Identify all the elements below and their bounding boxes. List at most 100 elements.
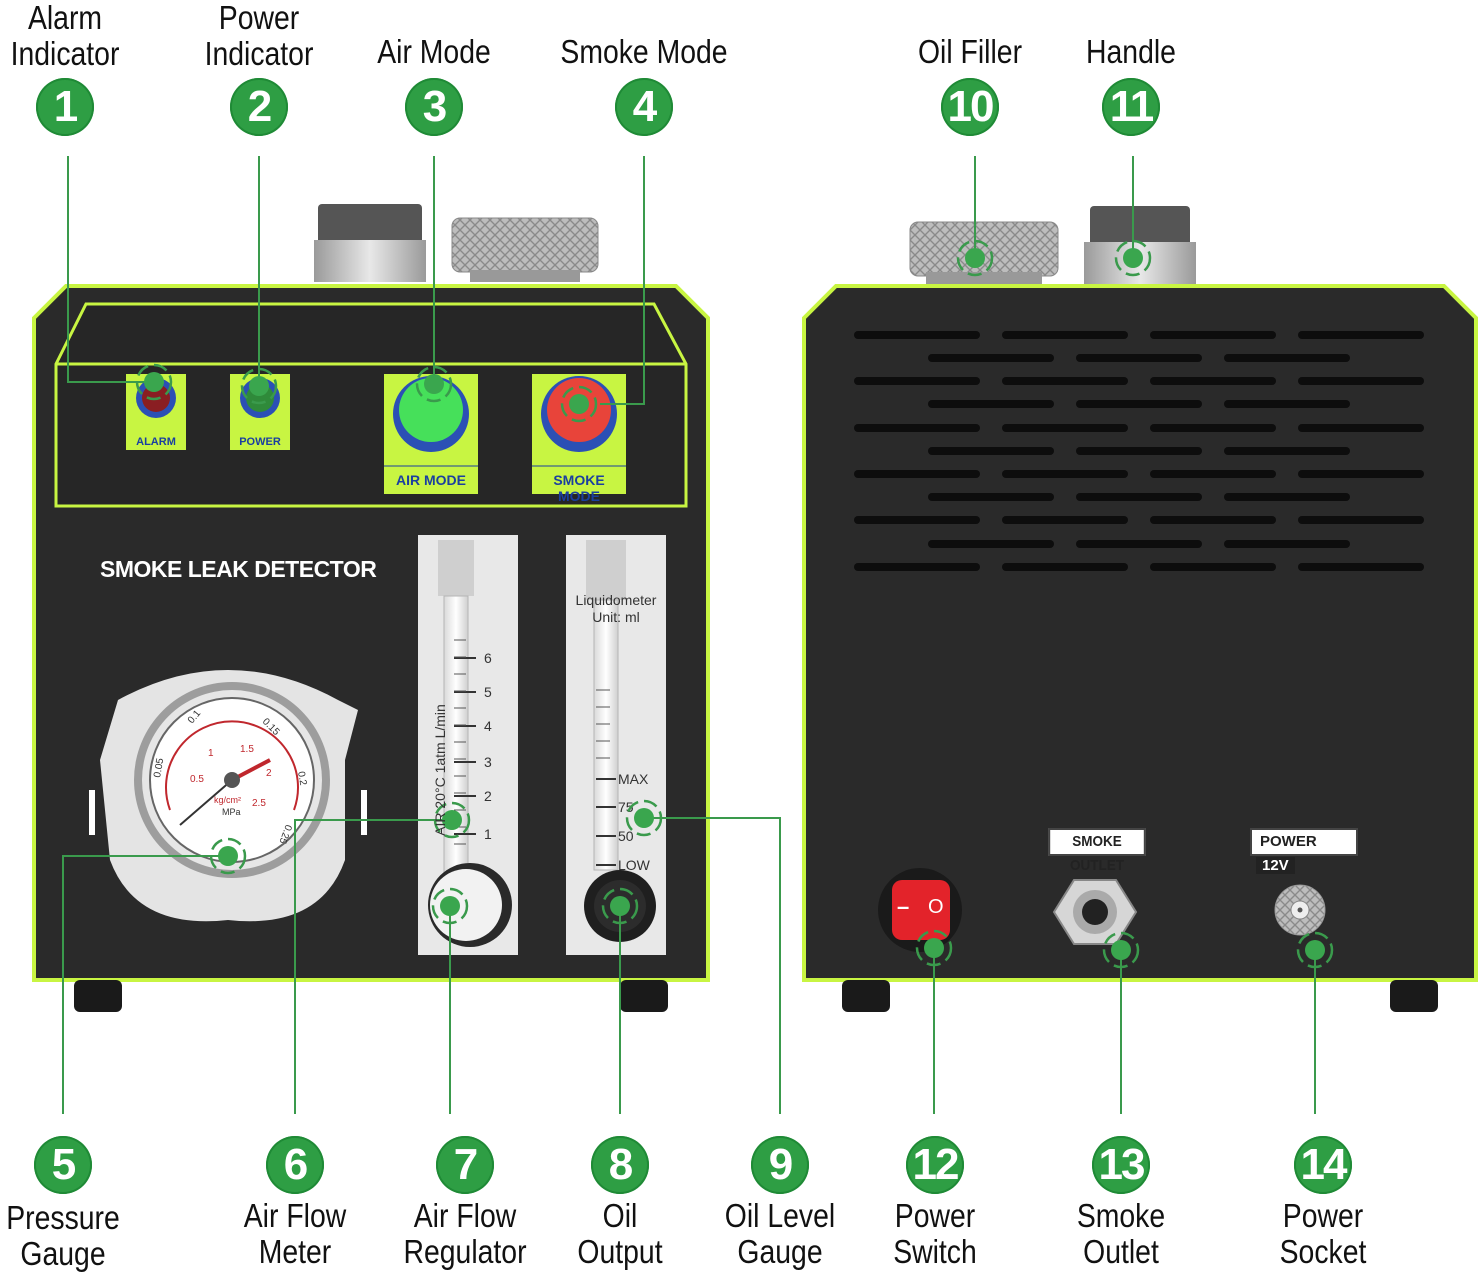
flow-tick-label: 3: [484, 754, 492, 770]
back-foot-left: [842, 980, 890, 1012]
smoke-outlet-label: SMOKE OUTLET: [1048, 828, 1146, 874]
callout-number: 7: [436, 1136, 494, 1194]
air-flow-meter-art: 6 5 4 3 2 1: [418, 535, 518, 955]
callout-air-mode: Air Mode 3: [349, 34, 519, 136]
gauge-outer-label: 0.2: [295, 771, 308, 787]
callout-label: Oil Filler: [917, 33, 1023, 70]
target-ring: [601, 887, 639, 925]
callout-air-flow-meter: 6 Air Flow Meter: [220, 1136, 370, 1270]
callout-number: 6: [266, 1136, 324, 1194]
target-ring: [135, 363, 173, 401]
callout-oil-filler: Oil Filler 10: [885, 34, 1055, 136]
front-foot-left: [74, 980, 122, 1012]
callout-number: 10: [941, 78, 999, 136]
gauge-unit-mpa: MPa: [222, 807, 241, 817]
callout-label: Air Flow Meter: [243, 1197, 347, 1270]
flow-tick-label: 6: [484, 650, 492, 666]
leader-lines: [62, 156, 1316, 1114]
flow-tick-label: 1: [484, 826, 492, 842]
back-body: [802, 284, 1478, 982]
callout-label: Oil Output: [577, 1197, 663, 1270]
gauge-inner-label: 1.5: [240, 744, 254, 755]
callout-label: Oil Level Gauge: [724, 1197, 836, 1270]
target-dot: [440, 896, 460, 916]
target-dot: [965, 248, 985, 268]
air-mode-button-label: AIR MODE: [396, 472, 466, 488]
callout-air-flow-regulator: 7 Air Flow Regulator: [375, 1136, 555, 1270]
gauge-unit-kg: kg/cm²: [214, 795, 241, 805]
target-dot: [1123, 248, 1143, 268]
callout-power-switch: 12 Power Switch: [860, 1136, 1010, 1270]
liquidometer-title: Liquidometer: [575, 592, 657, 608]
power-voltage-badge: 12V: [1256, 857, 1295, 874]
flow-tick-label: 5: [484, 684, 492, 700]
target-dot: [1111, 940, 1131, 960]
target-ring: [956, 239, 994, 277]
level-tick-label: MAX: [618, 771, 649, 787]
level-tick-label: 50: [618, 828, 634, 844]
target-dot: [610, 896, 630, 916]
callout-label: Power Socket: [1279, 1197, 1367, 1270]
target-dot: [249, 376, 269, 396]
target-ring: [560, 385, 598, 423]
switch-symbol-on: –: [897, 894, 910, 919]
target-ring: [1296, 931, 1334, 969]
back-oil-filler-cap: [909, 221, 1059, 284]
callout-number: 14: [1294, 1136, 1352, 1194]
front-oil-filler-cap: [451, 217, 599, 282]
callout-number: 13: [1092, 1136, 1150, 1194]
power-socket-label-box: POWER 12V: [1250, 828, 1358, 874]
front-handle: [314, 204, 426, 282]
callout-label: Smoke Mode: [560, 33, 728, 70]
callout-label: Air Flow Regulator: [403, 1197, 527, 1270]
callout-number: 8: [591, 1136, 649, 1194]
callout-label: Alarm Indicator: [10, 0, 120, 72]
front-foot-right: [620, 980, 668, 1012]
target-dot: [1305, 940, 1325, 960]
target-markers: [135, 239, 1334, 969]
target-ring: [415, 365, 453, 403]
target-dot: [144, 372, 164, 392]
flow-tick-label: 4: [484, 718, 492, 734]
target-ring: [1114, 239, 1152, 277]
callout-number: 3: [405, 78, 463, 136]
callout-label: Air Mode: [377, 33, 491, 70]
flow-tick-label: 2: [484, 788, 492, 804]
callout-power-indicator: Power Indicator 2: [184, 0, 334, 136]
target-ring: [915, 929, 953, 967]
gauge-inner-label: 0.5: [190, 774, 204, 785]
callout-handle: Handle 11: [1056, 34, 1206, 136]
gauge-inner-label: 2.5: [252, 798, 266, 809]
callout-oil-level-gauge: 9 Oil Level Gauge: [700, 1136, 860, 1270]
gauge-inner-label: 2: [266, 768, 272, 779]
smoke-mode-button-label: SMOKE MODE: [553, 472, 605, 504]
target-dot: [424, 374, 444, 394]
callout-label: Smoke Outlet: [1076, 1197, 1166, 1270]
power-socket-art: [1274, 884, 1326, 936]
target-ring: [209, 837, 247, 875]
callout-number: 5: [34, 1136, 92, 1194]
callout-pressure-gauge: 5 Pressure Gauge: [0, 1136, 138, 1272]
target-ring: [1102, 931, 1140, 969]
callout-number: 9: [751, 1136, 809, 1194]
gauge-inner-label: 1: [208, 748, 214, 759]
callout-number: 2: [230, 78, 288, 136]
callout-number: 12: [906, 1136, 964, 1194]
callout-oil-output: 8 Oil Output: [545, 1136, 695, 1270]
target-dot: [442, 810, 462, 830]
target-dot: [569, 394, 589, 414]
target-ring: [240, 367, 278, 405]
power-socket-label: POWER: [1260, 833, 1317, 850]
target-dot: [218, 846, 238, 866]
callout-alarm-indicator: Alarm Indicator 1: [0, 0, 140, 136]
callout-label: Handle: [1086, 33, 1176, 70]
power-button-label: POWER: [239, 436, 281, 448]
callout-smoke-outlet: 13 Smoke Outlet: [1046, 1136, 1196, 1270]
callout-smoke-mode: Smoke Mode 4: [534, 34, 754, 136]
callout-label: Power Switch: [893, 1197, 977, 1270]
back-handle: [1084, 206, 1196, 284]
callout-number: 4: [615, 78, 673, 136]
gauge-outer-label: 0.05: [152, 757, 166, 779]
